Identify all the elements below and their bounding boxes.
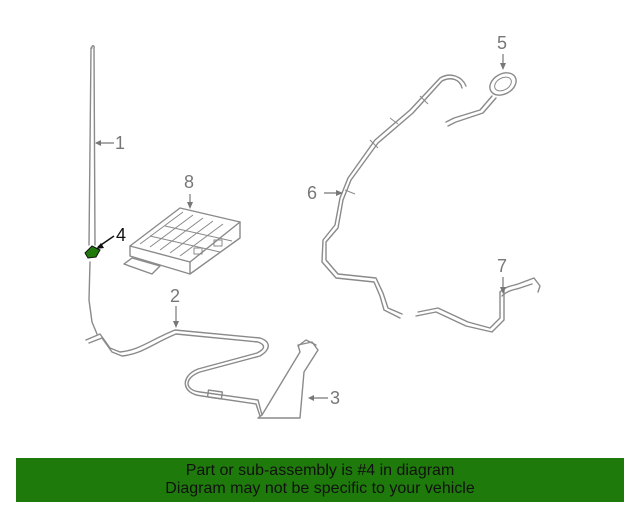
- banner-line-2: Diagram may not be specific to your vehi…: [165, 480, 475, 497]
- callout-2: 2: [170, 286, 180, 328]
- callout-1: 1: [95, 133, 125, 153]
- callout-5-label: 5: [497, 33, 507, 53]
- antenna-clip-part-4[interactable]: [84, 245, 101, 259]
- callout-7: 7: [497, 256, 507, 294]
- callout-1-label: 1: [115, 133, 125, 153]
- callout-4-label: 4: [116, 225, 126, 245]
- callout-7-label: 7: [497, 256, 507, 276]
- callout-4: 4: [96, 225, 126, 249]
- receiver-module: [123, 207, 241, 275]
- roof-antenna-base: [445, 72, 517, 127]
- callout-6: 6: [307, 183, 343, 203]
- banner-line-1: Part or sub-assembly is #4 in diagram: [185, 462, 455, 479]
- callout-5: 5: [497, 33, 507, 70]
- part-info-banner: Part or sub-assembly is #4 in diagram Di…: [16, 458, 624, 502]
- callout-3-label: 3: [330, 388, 340, 408]
- callout-3: 3: [308, 388, 340, 408]
- antenna-cable: [85, 329, 269, 417]
- cable-bracket: [257, 339, 319, 419]
- callout-8: 8: [184, 172, 194, 209]
- parts-diagram: 1 4 2 3 8: [84, 33, 541, 419]
- antenna-harness: [321, 74, 505, 333]
- callout-2-label: 2: [170, 286, 180, 306]
- callout-6-label: 6: [307, 183, 317, 203]
- callout-8-label: 8: [184, 172, 194, 192]
- antenna-mast: [88, 45, 98, 335]
